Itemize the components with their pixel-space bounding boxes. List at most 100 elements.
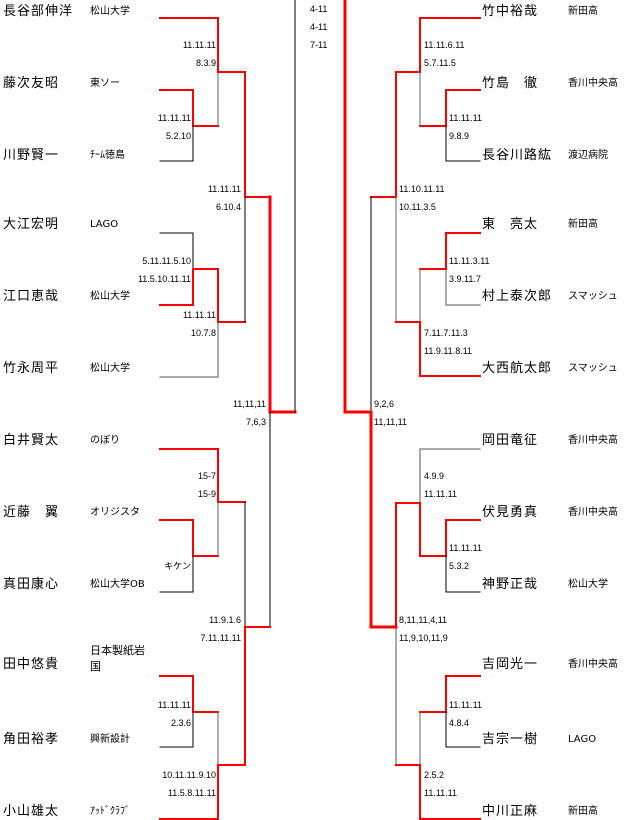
player-name: 長谷川路紘 xyxy=(482,148,553,163)
match-score: 15-9 xyxy=(197,489,216,499)
line-fushimi xyxy=(395,502,481,628)
match-score: 11.11.11 xyxy=(207,184,241,194)
line-sanada xyxy=(159,555,194,593)
player-name: 竹島 徹 xyxy=(482,76,539,91)
match-score: 11.11.11 xyxy=(424,489,458,499)
match-score: 11.11.11 xyxy=(157,700,191,710)
player-team: 松山大学OB xyxy=(90,579,145,590)
match-score: 11.11.11 xyxy=(424,788,458,798)
player-team: 松山大学 xyxy=(90,6,130,17)
match-score: 11.10.11.11 xyxy=(399,184,445,194)
line-kondo xyxy=(159,519,219,557)
player-name: 田中悠貴 xyxy=(3,657,60,672)
match-score: キケン xyxy=(164,561,191,571)
match-score: 2.5.2 xyxy=(424,770,445,780)
player-name: 吉岡光一 xyxy=(482,657,539,672)
player-name: 小山雄太 xyxy=(3,804,60,819)
match-score: 11.9.1.6 xyxy=(209,615,241,625)
match-score: 11.11.11 xyxy=(182,310,216,320)
match-score: 9,2,6 xyxy=(374,399,395,409)
player-name: 白井賢太 xyxy=(3,433,60,448)
match-score: 7,6,3 xyxy=(245,417,266,427)
line-toji xyxy=(159,89,219,127)
player-name: 東 亮太 xyxy=(482,217,539,232)
player-team: 渡辺病院 xyxy=(568,150,608,161)
line-takeshima xyxy=(419,89,481,127)
match-score: 7.11.11.11 xyxy=(200,633,241,643)
match-score: 11.9.11.8.11 xyxy=(424,346,473,356)
line-right-semi-winner xyxy=(369,410,398,629)
match-score: 11.5.10.11.11 xyxy=(137,274,191,284)
player-name: 竹永周平 xyxy=(3,361,60,376)
match-score: 5.3.2 xyxy=(449,561,470,571)
player-team: 香川中央高 xyxy=(568,507,618,518)
match-score: 4.9.9 xyxy=(424,471,445,481)
player-team: スマッシュ xyxy=(568,291,618,302)
match-score: 15-7 xyxy=(197,471,216,481)
final-score: 4-11 xyxy=(310,22,328,32)
player-team: LAGO xyxy=(90,219,119,230)
player-name: 角田裕孝 xyxy=(3,732,60,747)
player-team: ｱｯﾄﾞｸﾗﾌﾞ xyxy=(90,806,130,817)
line-kawano xyxy=(159,125,194,162)
player-team: 興新設計 xyxy=(90,734,130,745)
match-score: 11.11.11 xyxy=(182,40,216,50)
match-score: 7.11.7.11.3 xyxy=(424,328,468,338)
player-team: 新田高 xyxy=(568,6,598,17)
player-name: 長谷部伸洋 xyxy=(3,4,74,19)
match-score: 10.11.3.5 xyxy=(399,202,436,212)
player-team: 新田高 xyxy=(568,806,598,817)
player-team: 松山大学 xyxy=(90,291,130,302)
player-team: 松山大学 xyxy=(90,363,130,374)
match-score: 11,11,11 xyxy=(374,417,408,427)
player-team: 松山大学 xyxy=(568,579,608,590)
line-takenaga xyxy=(159,321,219,378)
player-team: 香川中央高 xyxy=(568,78,618,89)
line-yoshioka xyxy=(419,675,481,713)
player-name: 大江宏明 xyxy=(3,217,60,232)
match-score: 5.11.11.5.10 xyxy=(142,256,191,266)
match-score: 9.8.9 xyxy=(449,131,470,141)
match-score: 6.10.4 xyxy=(215,202,241,212)
match-score: 11.5.8.11.11 xyxy=(167,788,216,798)
line-nakagawa xyxy=(395,764,481,820)
player-name: 中川正麻 xyxy=(482,804,539,819)
match-score: 11.11.11 xyxy=(157,113,191,123)
match-score: 11,11,11 xyxy=(232,399,266,409)
match-score: 11.11.11 xyxy=(449,700,483,710)
player-name: 江口恵哉 xyxy=(3,289,60,304)
player-team: ﾁｰﾑ徳島 xyxy=(90,150,125,161)
line-jinno xyxy=(445,555,481,593)
player-team: オリジスタ xyxy=(90,507,140,518)
player-team: 日本製紙岩国 xyxy=(90,644,145,673)
player-team: LAGO xyxy=(568,734,597,745)
final-score: 7-11 xyxy=(310,40,328,50)
player-name: 真田康心 xyxy=(3,577,60,592)
player-team: スマッシュ xyxy=(568,363,618,374)
match-score: 11.11.11 xyxy=(449,543,483,553)
line-hasebe xyxy=(159,17,219,73)
player-team: 香川中央高 xyxy=(568,659,618,670)
match-score: 5.7.11.5 xyxy=(424,58,456,68)
match-score: 10.11.11.9.10 xyxy=(162,770,216,780)
player-team: 香川中央高 xyxy=(568,435,618,446)
line-yoshimune xyxy=(445,711,481,748)
player-name: 藤次友昭 xyxy=(3,76,60,91)
line-hasegawa xyxy=(445,125,481,162)
match-score: 2.3.6 xyxy=(170,718,191,728)
right-bracket-lines xyxy=(343,0,481,820)
line-eguchi xyxy=(159,268,246,323)
player-name: 大西航太郎 xyxy=(482,361,553,376)
line-r2a-winner xyxy=(217,71,271,198)
line-shirai xyxy=(159,448,246,503)
line-tsunoda xyxy=(159,711,194,748)
left-bracket-lines xyxy=(159,0,297,820)
match-score: 11.11.3.11 xyxy=(449,256,490,266)
match-score: 3.9.11.7 xyxy=(449,274,481,284)
line-okada xyxy=(419,448,481,504)
match-score: 5.2.10 xyxy=(165,131,191,141)
match-score: 4.8.4 xyxy=(449,718,470,728)
line-higashi xyxy=(419,232,481,270)
